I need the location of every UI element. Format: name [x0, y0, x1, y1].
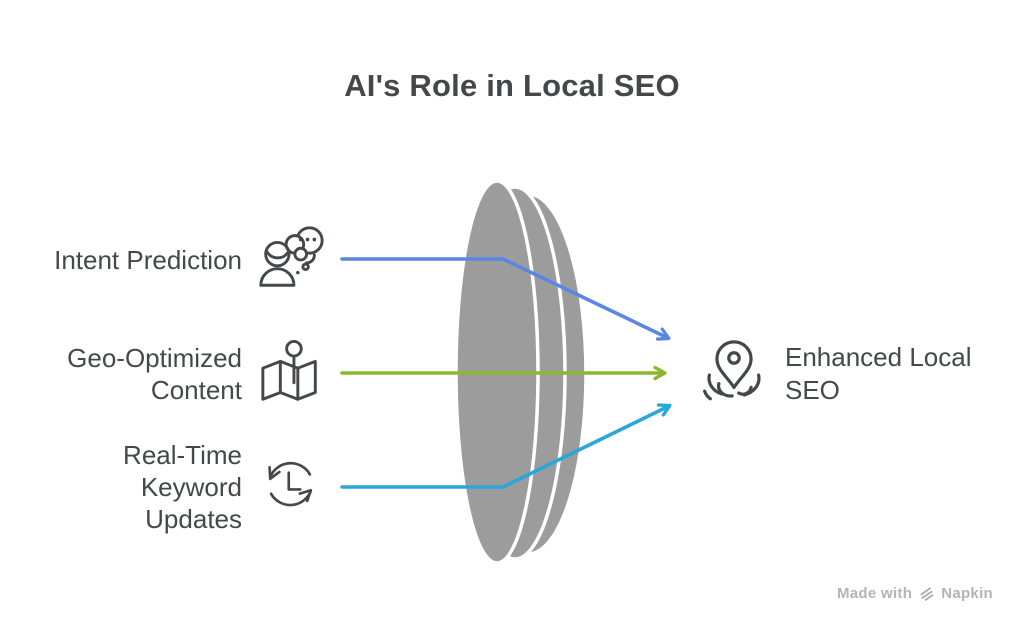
napkin-logo-icon: [920, 587, 934, 601]
watermark-brand: Napkin: [941, 585, 993, 602]
connector-intent-prediction: [340, 257, 671, 341]
input-label-realtime-keyword-updates: Real-Time Keyword Updates: [123, 440, 242, 534]
connector-realtime-keywords: [340, 403, 672, 489]
input-label-geo-optimized-content: Geo-Optimized Content: [67, 343, 242, 405]
watermark: Made with Napkin: [837, 585, 993, 602]
diagram-title: AI's Role in Local SEO: [344, 68, 680, 103]
person-thought-icon: [254, 221, 328, 295]
input-label-intent-prediction: Intent Prediction: [54, 245, 242, 275]
output-label-enhanced-local-seo: Enhanced Local SEO: [785, 342, 972, 405]
map-pin-icon: [258, 339, 326, 409]
location-ripples-icon: [698, 336, 770, 416]
refresh-clock-icon: [257, 453, 324, 517]
watermark-text: Made with: [836, 585, 913, 602]
